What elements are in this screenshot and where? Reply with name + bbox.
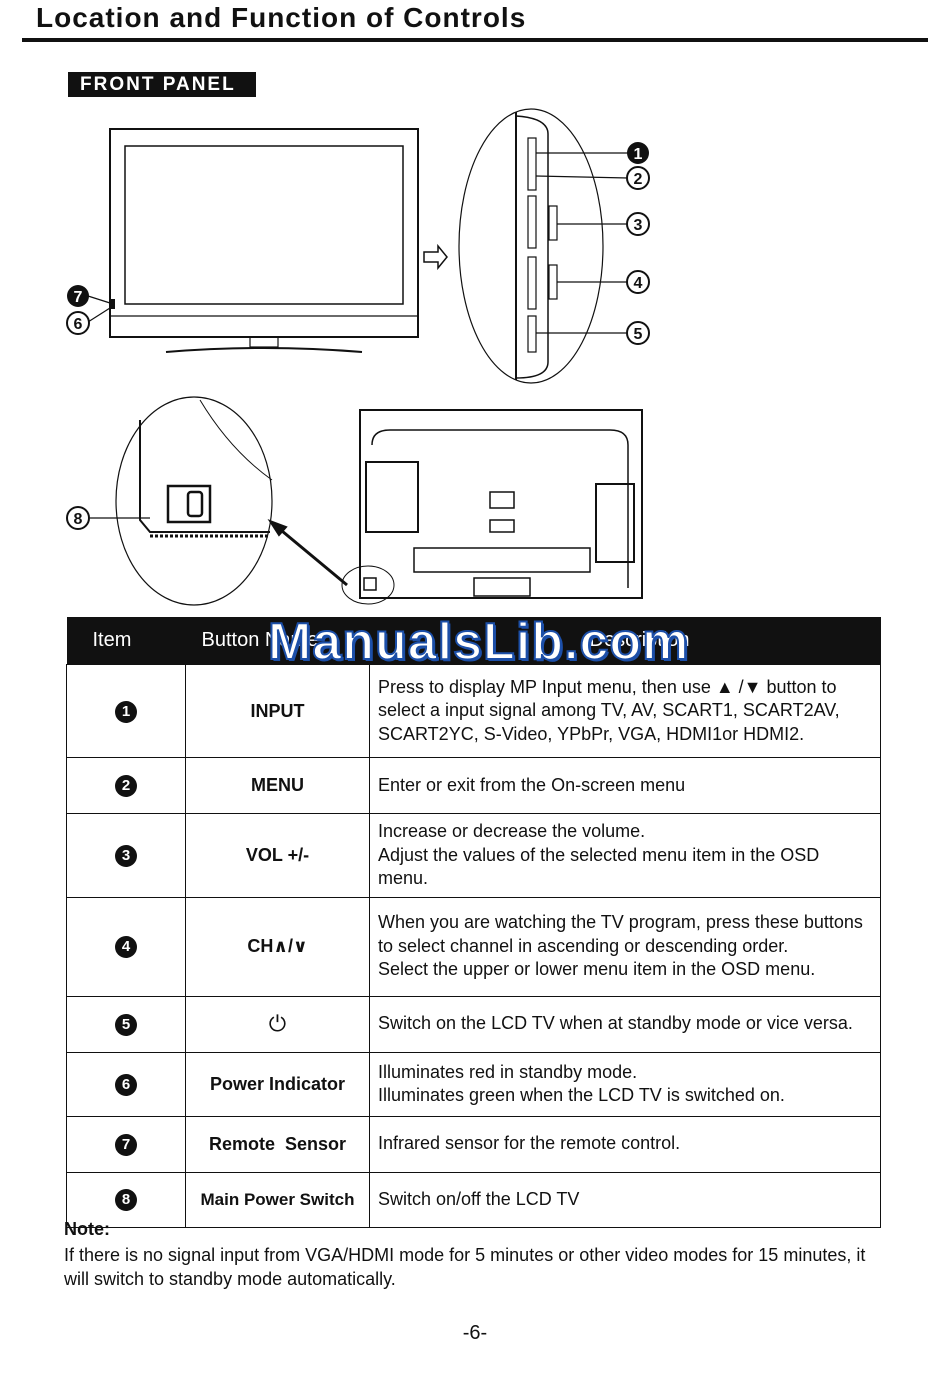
button-description: Switch on the LCD TV when at standby mod…	[369, 995, 881, 1053]
callout-5: 5	[626, 321, 650, 345]
item-number: 5	[115, 1013, 137, 1036]
note-text: If there is no signal input from VGA/HDM…	[64, 1245, 866, 1289]
svg-text:8: 8	[74, 511, 83, 528]
item-number: 7	[115, 1133, 137, 1156]
header-description: Description	[369, 617, 881, 665]
power-switch-zoom-illustration	[90, 396, 273, 606]
callout-3: 3	[626, 212, 650, 236]
table-header-row: Item Button Name Description	[66, 617, 881, 665]
table-row: 7 Remote Sensor Infrared sensor for the …	[66, 1115, 881, 1173]
item-number: 1	[115, 700, 137, 723]
table-row: 2 MENU Enter or exit from the On-screen …	[66, 757, 881, 814]
button-name: CH∧/∨	[185, 896, 370, 997]
header-item: Item	[66, 617, 186, 665]
button-name: MENU	[185, 757, 370, 814]
header-button-name: Button Name	[185, 617, 370, 665]
svg-text:4: 4	[634, 275, 643, 292]
section-label: FRONT PANEL	[68, 72, 256, 97]
table-row: 5 ⏻ Switch on the LCD TV when at standby…	[66, 995, 881, 1053]
tv-back-illustration	[341, 409, 643, 605]
page-title: Location and Function of Controls	[36, 2, 527, 33]
button-description: Illuminates red in standby mode. Illumin…	[369, 1051, 881, 1117]
item-number: 8	[115, 1189, 137, 1211]
item-number: 4	[115, 936, 137, 958]
svg-text:5: 5	[634, 326, 643, 343]
svg-text:3: 3	[634, 217, 643, 234]
tv-front-illustration	[109, 128, 419, 353]
table-row: 1 INPUT Press to display MP Input menu, …	[66, 664, 881, 758]
svg-text:6: 6	[74, 316, 83, 333]
callout-1: 1	[627, 142, 649, 164]
button-description: Enter or exit from the On-screen menu	[369, 757, 881, 814]
svg-text:7: 7	[74, 289, 83, 306]
svg-text:1: 1	[634, 146, 643, 163]
callout-4: 4	[626, 270, 650, 294]
button-description: Infrared sensor for the remote control.	[369, 1115, 881, 1173]
callout-7: 7	[67, 285, 89, 307]
table-row: 3 VOL +/- Increase or decrease the volum…	[66, 813, 881, 898]
table-row: 6 Power Indicator Illuminates red in sta…	[66, 1051, 881, 1117]
table-row: 8 Main Power Switch Switch on/off the LC…	[66, 1171, 881, 1228]
table-row: 4 CH∧/∨ When you are watching the TV pro…	[66, 896, 881, 997]
button-description: Increase or decrease the volume. Adjust …	[369, 813, 881, 898]
item-number: 3	[115, 844, 137, 867]
controls-table: Item Button Name Description 1 INPUT Pre…	[66, 617, 881, 1228]
button-name: INPUT	[185, 664, 370, 758]
page-number: -6-	[462, 1322, 488, 1344]
button-description: Press to display MP Input menu, then use…	[369, 664, 881, 758]
button-name: Main Power Switch	[185, 1171, 370, 1228]
item-number: 6	[115, 1073, 137, 1096]
button-description: When you are watching the TV program, pr…	[369, 896, 881, 997]
right-arrow-icon	[423, 243, 448, 271]
button-description: Switch on/off the LCD TV	[369, 1171, 881, 1228]
side-panel-zoom-illustration	[458, 108, 629, 384]
callout-6: 6	[66, 311, 90, 335]
svg-text:2: 2	[634, 171, 643, 188]
button-name: Power Indicator	[185, 1051, 370, 1117]
button-name: VOL +/-	[185, 813, 370, 898]
front-panel-diagram: 1 2 3 4 5 6 7 8	[66, 108, 650, 606]
power-icon: ⏻	[185, 995, 370, 1053]
watermark-text: ManualsLib.com	[267, 612, 690, 672]
item-number: 2	[115, 775, 137, 797]
callout-8: 8	[66, 506, 90, 530]
callout-2: 2	[626, 166, 650, 190]
button-name: Remote Sensor	[185, 1115, 370, 1173]
title-divider	[22, 38, 928, 42]
